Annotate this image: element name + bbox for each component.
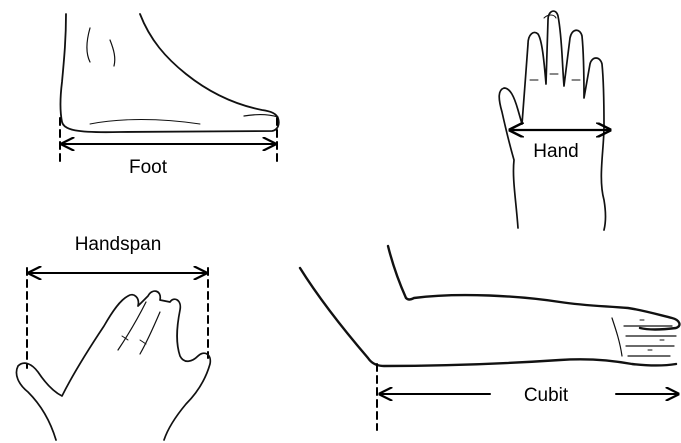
handspan-hand-illustration	[16, 291, 210, 440]
arm-illustration	[300, 246, 679, 366]
foot-measure	[60, 118, 277, 166]
hand-label: Hand	[533, 141, 578, 162]
hand-illustration	[499, 11, 605, 230]
handspan-label: Handspan	[75, 234, 162, 255]
cubit-label: Cubit	[524, 385, 569, 406]
handspan-measure	[27, 268, 208, 368]
arm-fingers	[624, 320, 676, 356]
foot-label: Foot	[129, 157, 168, 178]
foot-illustration	[61, 14, 279, 132]
